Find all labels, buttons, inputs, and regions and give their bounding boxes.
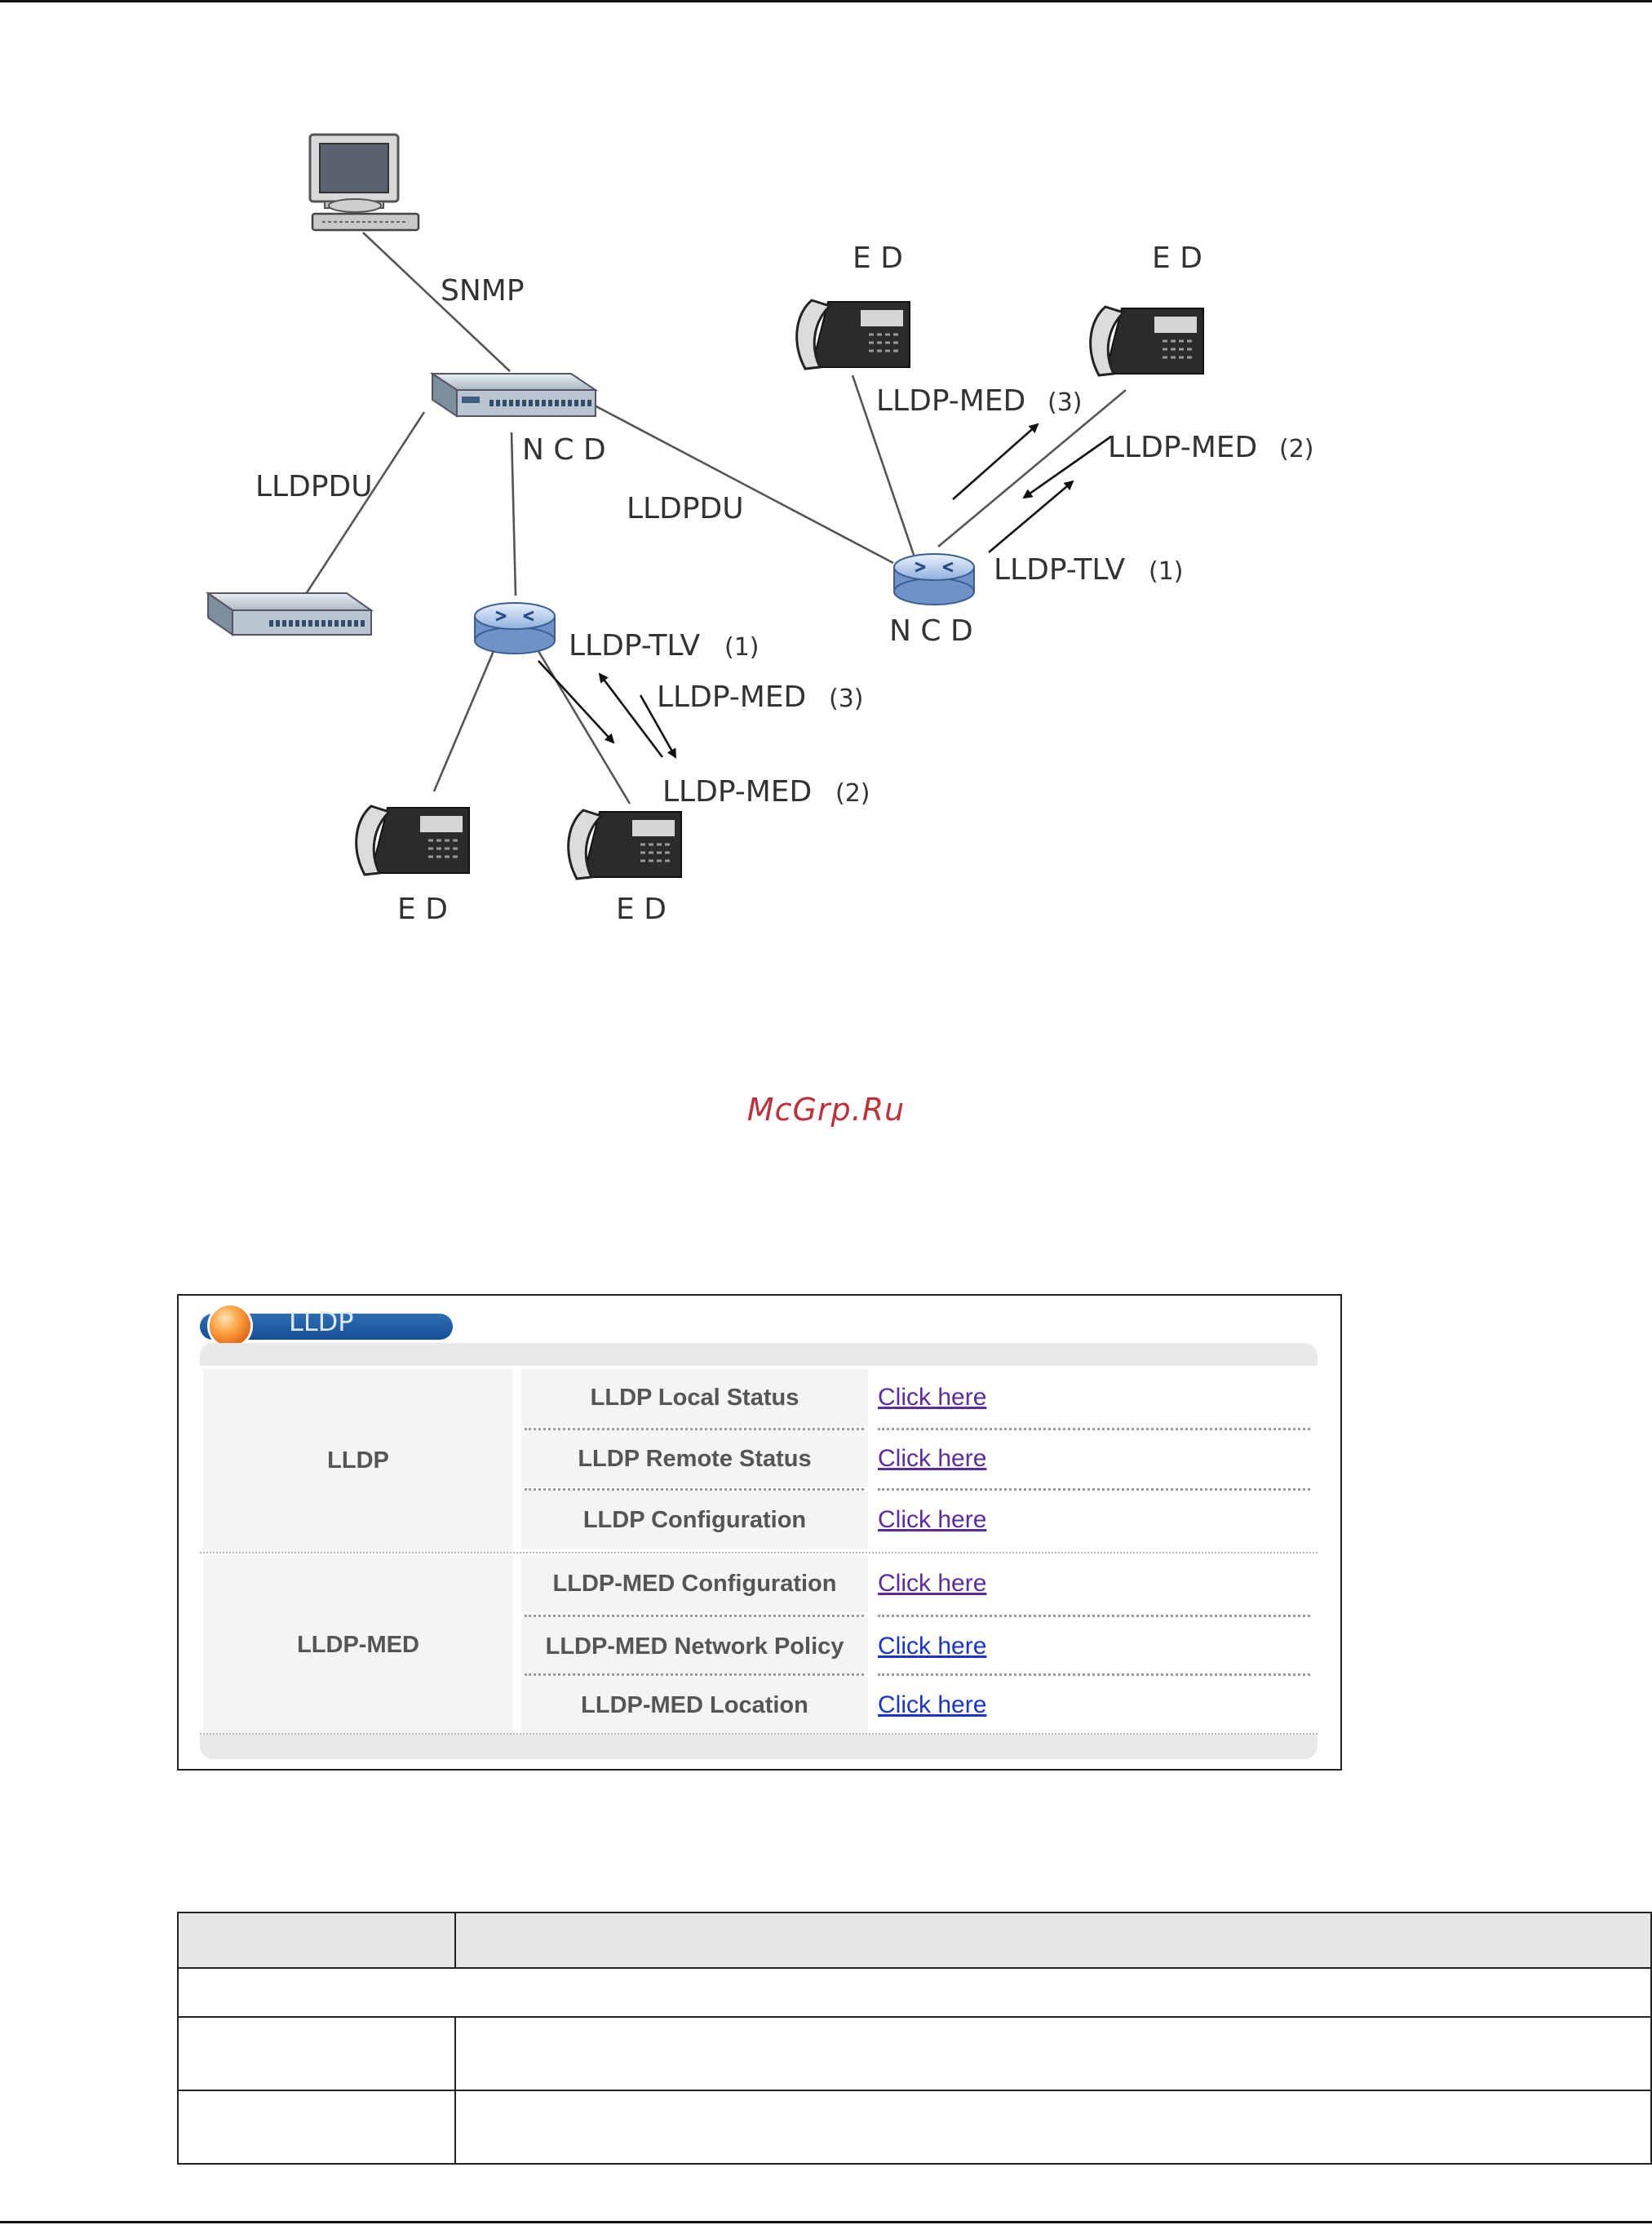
label-left-lldp-med-3: LLDP-MED [657,680,806,714]
label-left-lldp-med-2: LLDP-MED [662,775,812,809]
ip-phone-bottom-left-icon [355,804,470,876]
bottom-rule [0,2221,1652,2223]
link-lldp-med-location[interactable]: Click here [878,1691,987,1718]
panel-top-bar [200,1343,1318,1366]
group-divider [200,1733,1318,1735]
label-right-lldp-med-2-num: (2) [1279,435,1314,463]
table-cell [454,2090,1652,2165]
label-ed-top-left: E D [853,242,903,275]
orange-ball-icon [210,1305,250,1346]
ip-phone-top-left-icon [795,299,910,370]
network-switch-ncd-icon [429,372,599,418]
lldp-screen: LLDP LLDP LLDP Local Status Click here L… [177,1294,1342,1771]
panel-bottom-bar [200,1735,1318,1759]
group-label-lldp: LLDP [203,1369,513,1552]
label-right-lldp-med-3-num: (3) [1047,388,1083,417]
row-divider [878,1673,1310,1676]
label-lldpdu-left: LLDPDU [255,470,373,503]
screen-title: LLDP [289,1306,354,1337]
message-arrows [538,423,1112,759]
link-lldp-remote-status[interactable]: Click here [878,1445,987,1472]
item-label-lldp-configuration: LLDP Configuration [521,1491,868,1549]
row-divider [878,1428,1310,1430]
link-lldp-local-status[interactable]: Click here [878,1384,987,1411]
label-ncd-router: N C D [889,614,973,648]
label-ed-bottom-right: E D [616,893,667,926]
lldp-network-diagram: SNMP N C D LLDPDU LLDPDU N C D E D E D E… [205,133,1314,926]
label-left-lldp-tlv: LLDP-TLV [569,629,701,663]
table-cell [454,2016,1652,2091]
label-right-lldp-tlv: LLDP-TLV [994,553,1126,587]
label-ed-top-right: E D [1152,242,1202,275]
row-divider [525,1488,864,1491]
table-cell [177,1967,1652,2018]
table-header-cell [454,1912,1652,1969]
label-left-lldp-tlv-num: (1) [724,633,760,662]
label-ed-bottom-left: E D [397,893,448,926]
label-ncd-switch: N C D [522,433,606,467]
table-cell [177,2016,456,2091]
label-lldpdu-middle: LLDPDU [627,492,744,525]
link-lldp-configuration[interactable]: Click here [878,1506,987,1533]
label-snmp: SNMP [441,274,525,308]
table-row [177,1967,1652,2018]
link-lldp-med-network-policy[interactable]: Click here [878,1633,987,1660]
router-ncd-left-icon [474,602,556,654]
group-label-lldp-med: LLDP-MED [203,1555,513,1735]
ip-phone-bottom-right-icon [567,809,682,880]
management-pc-icon [308,133,420,232]
link-lldp-med-configuration[interactable]: Click here [878,1570,987,1597]
top-rule [0,0,1652,2]
ip-phone-top-right-icon [1089,305,1204,377]
field-description-table [177,1912,1652,2165]
table-header-cell [177,1912,456,1969]
table-header-row [177,1912,1652,1969]
group-divider [200,1552,1318,1554]
row-divider [878,1488,1310,1491]
row-divider [878,1615,1310,1617]
table-row [177,2016,1652,2091]
item-label-lldp-remote-status: LLDP Remote Status [521,1430,868,1487]
row-divider [525,1673,864,1676]
item-label-lldp-local-status: LLDP Local Status [521,1369,868,1426]
label-left-lldp-med-2-num: (2) [835,779,870,808]
table-cell [177,2090,456,2165]
network-switch-icon [205,592,374,636]
row-divider [525,1615,864,1617]
label-right-lldp-tlv-num: (1) [1149,557,1184,586]
table-row [177,2090,1652,2165]
item-label-lldp-med-configuration: LLDP-MED Configuration [521,1555,868,1612]
label-right-lldp-med-3: LLDP-MED [876,384,1025,418]
item-label-lldp-med-network-policy: LLDP-MED Network Policy [521,1618,868,1675]
label-left-lldp-med-3-num: (3) [829,685,864,713]
row-divider [525,1428,864,1430]
watermark: McGrp.Ru [746,1092,906,1128]
label-right-lldp-med-2: LLDP-MED [1108,431,1257,464]
router-ncd-right-icon [893,553,975,605]
item-label-lldp-med-location: LLDP-MED Location [521,1677,868,1734]
